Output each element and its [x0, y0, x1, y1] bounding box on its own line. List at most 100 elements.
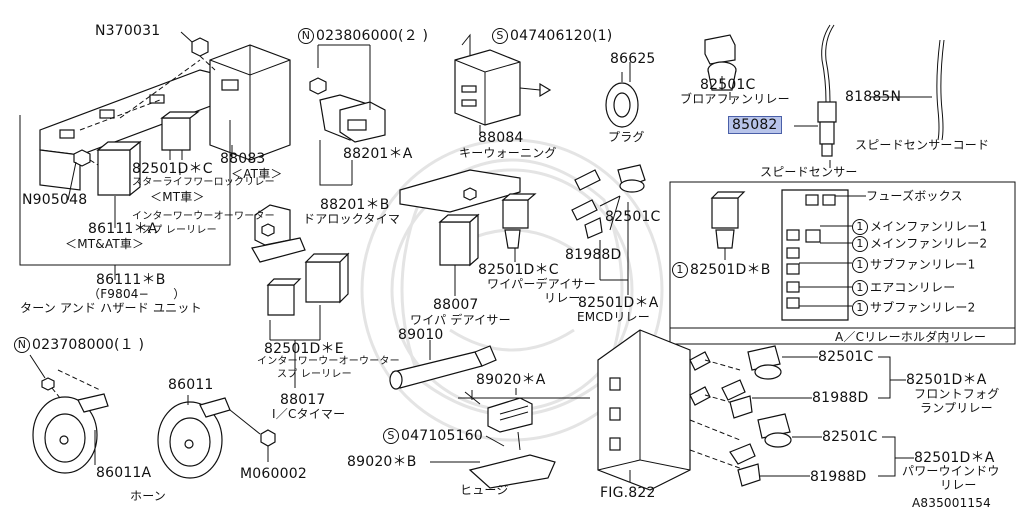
label-82501da-right-2[interactable]: 82501D＊A	[914, 450, 995, 466]
label-86625[interactable]: 86625	[610, 51, 656, 67]
label-88017[interactable]: 88017	[280, 392, 326, 408]
blower-relay-drawing	[704, 34, 737, 91]
label-81988d-right-2[interactable]: 81988D	[810, 469, 867, 485]
label-82501da-mid[interactable]: 82501D＊A	[578, 295, 659, 311]
label-at-car: ＜AT車＞	[231, 167, 283, 181]
label-85082-highlighted[interactable]: 85082	[728, 116, 782, 134]
label-n370031[interactable]: N370031	[95, 23, 161, 39]
fuse-box-drawing	[669, 181, 1016, 345]
label-81885n[interactable]: 81885N	[845, 89, 902, 105]
label-88007[interactable]: 88007	[433, 297, 479, 313]
horn-drawing-left	[32, 369, 109, 474]
label-89020b[interactable]: 89020＊B	[347, 454, 417, 470]
label-fig822[interactable]: FIG.822	[600, 485, 656, 501]
circle-1-marker: 1	[852, 280, 868, 296]
label-88083[interactable]: 88083	[220, 151, 266, 167]
right-relays-drawing	[721, 345, 914, 487]
label-emcd-relay: EMCDリレー	[577, 310, 650, 324]
label-power-window-line1: パワーウインドウ	[902, 464, 1000, 478]
diagram-id: A835001154	[912, 496, 991, 510]
label-blower-fan-relay: ブロアファンリレー	[680, 92, 790, 106]
part-number: 023806000(２ )	[316, 28, 429, 44]
middle-relay-bracket-drawing	[399, 169, 537, 296]
label-interwater-relay-line1: インターワーウーオーウーター	[257, 356, 400, 367]
label-89010[interactable]: 89010	[398, 327, 444, 343]
plug-drawing	[605, 72, 639, 128]
label-plug: プラグ	[608, 130, 645, 144]
emcd-relay-drawing	[571, 164, 646, 295]
fig822-bracket-drawing	[597, 329, 746, 491]
label-81988d-top[interactable]: 81988D	[565, 247, 622, 263]
part-number: 023708000(１ )	[32, 337, 145, 353]
label-n905048[interactable]: N905048	[22, 192, 88, 208]
circle-1-marker: 1	[852, 219, 868, 235]
label-82501dc-left[interactable]: 82501D＊C	[132, 161, 213, 177]
relay-name: エアコンリレー	[870, 280, 956, 295]
relay-name: サブファンリレー2	[870, 300, 976, 315]
label-power-window-line2: リレー	[940, 478, 977, 492]
horn-drawing-right	[157, 395, 276, 479]
label-82501de[interactable]: 82501D＊E	[264, 341, 344, 357]
label-speed-sensor: スピードセンサー	[760, 165, 858, 179]
label-fuse: ヒュージ	[460, 483, 509, 497]
label-88201b[interactable]: 88201＊B	[320, 197, 390, 213]
label-starter-lock-relay: スターライフワーロックリレー	[132, 177, 275, 188]
label-86011[interactable]: 86011	[168, 377, 214, 393]
label-f9804: （F9804− ）	[88, 287, 186, 301]
relay-name: サブファンリレー1	[870, 257, 976, 272]
label-m060002[interactable]: M060002	[240, 466, 307, 482]
circle-1-marker: 1	[672, 262, 688, 278]
label-wiper-deicer-relay-line2: リレー	[544, 291, 581, 305]
label-speed-sensor-cord: スピードセンサーコード	[855, 138, 990, 152]
circle-n-marker: N	[14, 337, 30, 353]
label-82501dc-mid[interactable]: 82501D＊C	[478, 262, 559, 278]
label-ic-timer: I／Cタイマー	[272, 407, 346, 421]
label-doorlock-timer: ドアロックタイマ	[303, 212, 401, 226]
key-warning-drawing	[454, 33, 552, 135]
label-89020a[interactable]: 89020＊A	[476, 372, 546, 388]
label-mt-car: ＜MT車＞	[150, 190, 205, 204]
label-interwater-relay-line2: スプ レーリレー	[277, 369, 352, 380]
part-number: 047406120(1)	[510, 28, 613, 44]
label-82501da-right-1[interactable]: 82501D＊A	[906, 372, 987, 388]
label-wiper-deicer-relay-line1: ワイパーデアイサー	[487, 277, 596, 291]
part-number: 82501D＊B	[690, 262, 771, 278]
label-81988d-right-1[interactable]: 81988D	[812, 390, 869, 406]
label-82501c-right-2[interactable]: 82501C	[822, 429, 878, 445]
door-lock-timer-drawing	[309, 44, 386, 186]
label-82501c-top[interactable]: 82501C	[700, 77, 756, 93]
label-88084[interactable]: 88084	[478, 130, 524, 146]
circle-n-marker: N	[298, 28, 314, 44]
label-86111b[interactable]: 86111＊B	[96, 272, 166, 288]
circle-s-marker: S	[383, 428, 399, 444]
circle-1-marker: 1	[852, 257, 868, 273]
label-82501c-right-1[interactable]: 82501C	[818, 349, 874, 365]
label-front-fog-line2: ランプリレー	[920, 401, 993, 415]
turn-hazard-leader-lines	[19, 115, 231, 280]
label-mt-at-car: ＜MT&AT車＞	[65, 237, 145, 251]
label-88201a[interactable]: 88201＊A	[343, 146, 413, 162]
label-turn-hazard-unit: ターン アンド ハザード ユニット	[20, 301, 202, 315]
label-key-warning: キーウォーニング	[459, 146, 557, 160]
part-number: 047105160	[401, 428, 483, 444]
label-86011a[interactable]: 86011A	[96, 465, 152, 481]
ic-timer-drawing	[251, 204, 350, 388]
label-interlock-relay-line2: スプ レーリレー	[142, 225, 217, 236]
label-front-fog-line1: フロントフォグ	[914, 387, 1000, 401]
label-horn: ホーン	[130, 489, 167, 503]
label-86111a[interactable]: 86111＊A	[88, 221, 158, 237]
circle-1-marker: 1	[852, 236, 868, 252]
label-82501c-mid[interactable]: 82501C	[605, 209, 661, 225]
